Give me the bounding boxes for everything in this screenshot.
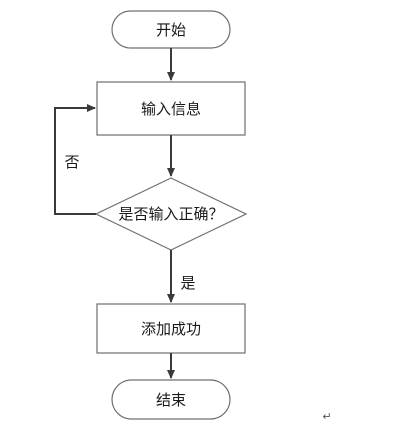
success-node-label: 添加成功 [141, 320, 201, 338]
input-node-label: 输入信息 [141, 100, 201, 118]
success-node-shape [96, 303, 246, 354]
decision-node: 是否输入正确？ [94, 177, 248, 251]
input-node-shape [96, 81, 246, 136]
input-node: 输入信息 [96, 81, 246, 136]
end-node: 结束 [111, 379, 231, 420]
paragraph-mark: ↵ [322, 410, 331, 423]
end-node-shape [111, 379, 231, 420]
success-node: 添加成功 [96, 303, 246, 354]
arrow-no-loop [54, 104, 96, 215]
edge-label-no: 否 [64, 153, 79, 171]
edge-label-yes: 是 [180, 274, 195, 292]
end-node-label: 结束 [156, 391, 186, 409]
start-node: 开始 [111, 10, 231, 49]
decision-node-label: 是否输入正确？ [118, 205, 223, 223]
start-node-label: 开始 [156, 21, 186, 39]
